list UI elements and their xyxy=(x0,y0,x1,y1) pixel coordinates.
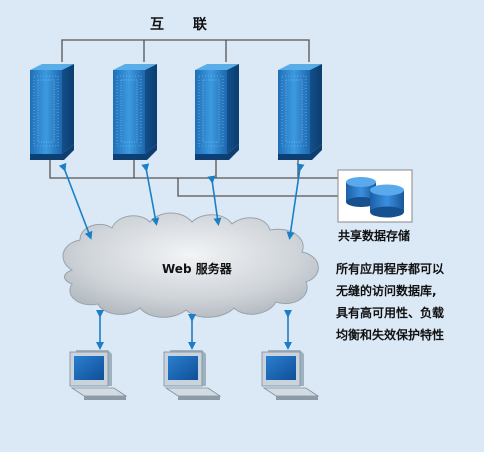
server-icon xyxy=(195,64,239,160)
note-line: 具有高可用性、负载 xyxy=(336,306,445,320)
server-icon xyxy=(30,64,74,160)
cloud-icon xyxy=(62,212,319,318)
shared-storage-label: 共享数据存储 xyxy=(338,229,411,243)
connection-arrows xyxy=(58,162,305,350)
computer-icon xyxy=(163,350,222,400)
note-line: 均衡和失效保护特性 xyxy=(336,328,445,342)
database-icon xyxy=(337,169,413,223)
web-server-label: Web 服务器 xyxy=(162,262,232,276)
note-line: 无缝的访问数据库, xyxy=(336,284,437,298)
server-icon xyxy=(113,64,157,160)
computer-icon xyxy=(261,350,320,400)
interconnect-title: 互 联 xyxy=(150,17,219,33)
server-icon xyxy=(278,64,322,160)
note-line: 所有应用程序都可以 xyxy=(336,262,445,276)
interconnect-lines xyxy=(61,39,310,62)
feature-note: 所有应用程序都可以 无缝的访问数据库, 具有高可用性、负载 均衡和失效保护特性 xyxy=(336,258,476,346)
computer-icon xyxy=(69,350,128,400)
